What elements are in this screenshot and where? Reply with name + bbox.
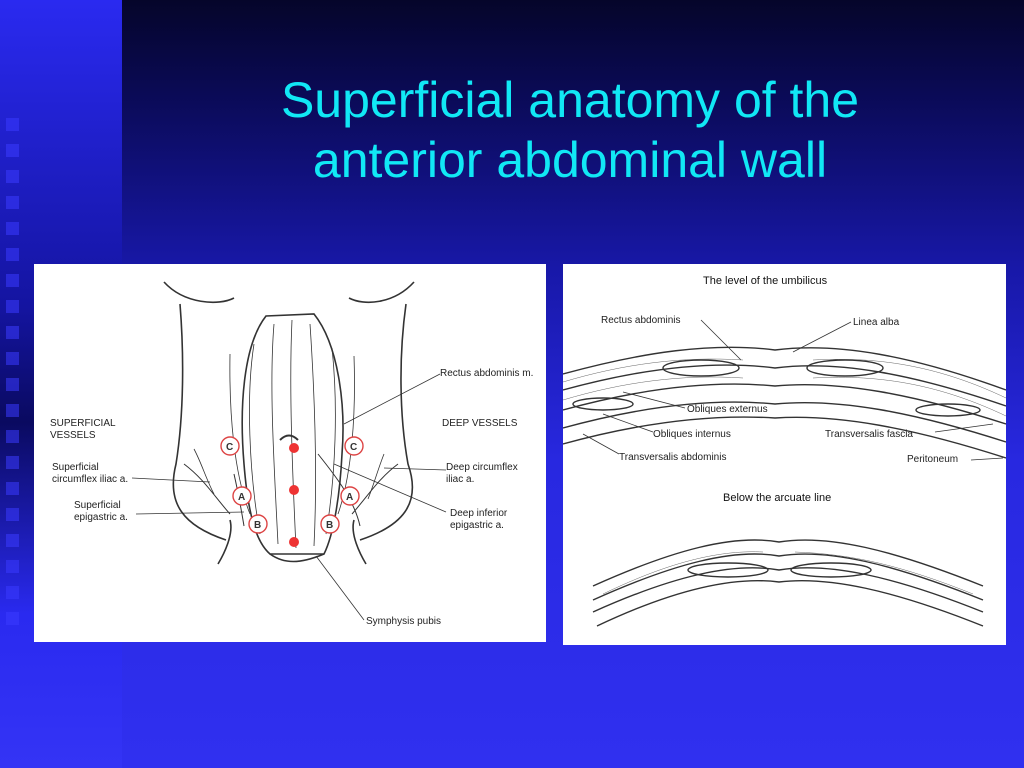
decorative-squares <box>6 118 30 638</box>
rectus-abdominis-label: Rectus abdominis <box>601 315 680 326</box>
right-shoulder-line <box>348 281 415 304</box>
decorative-square <box>6 118 19 131</box>
sup-epigastric-label-2: epigastric a. <box>74 512 128 523</box>
peritoneum-label: Peritoneum <box>907 454 958 465</box>
rectus-label: Rectus abdominis m. <box>440 368 533 379</box>
navel <box>279 434 299 441</box>
below-arcuate-label: Below the arcuate line <box>723 492 831 504</box>
decorative-square <box>6 534 19 547</box>
decorative-square <box>6 222 19 235</box>
marker-c-label: C <box>226 442 233 453</box>
rectus-outline <box>241 313 344 555</box>
sup-circumflex-label-2: circumflex iliac a. <box>52 474 128 485</box>
marker-a-label: A <box>238 492 245 503</box>
decorative-square <box>6 404 19 417</box>
abdomen-drawing: C C A A B B Rectus abdominis m. SUPERFIC… <box>50 281 533 627</box>
decorative-square <box>6 482 19 495</box>
obliques-internus-label: Obliques internus <box>653 429 731 440</box>
rectus-right-oval <box>806 359 884 377</box>
decorative-square <box>6 300 19 313</box>
marker-b-right <box>320 514 340 534</box>
decorative-square <box>6 352 19 365</box>
marker-c-label: C <box>350 442 357 453</box>
level-umbilicus-label: The level of the umbilicus <box>703 275 828 287</box>
decorative-square <box>6 248 19 261</box>
superficial-vessels-label: SUPERFICIAL <box>50 418 116 429</box>
cross-section-drawing: The level of the umbilicus Rectus abdomi… <box>563 275 1006 627</box>
upper-outer-layer <box>563 346 1006 391</box>
decorative-square <box>6 326 19 339</box>
deep-vessels-label: DEEP VESSELS <box>442 418 518 429</box>
title-line-2: anterior abdominal wall <box>312 132 828 188</box>
marker-b-label: B <box>326 520 333 531</box>
port-dot <box>289 485 299 495</box>
marker-c-left <box>220 436 240 456</box>
decorative-square <box>6 196 19 209</box>
decorative-square <box>6 430 19 443</box>
symphysis-label: Symphysis pubis <box>366 616 441 627</box>
superficial-vessels-label-2: VESSELS <box>50 430 96 441</box>
decorative-square <box>6 274 19 287</box>
transversalis-fascia-label: Transversalis fascia <box>825 429 913 440</box>
deep-epigastric-label-2: epigastric a. <box>450 520 504 531</box>
left-flank-line <box>172 303 227 541</box>
decorative-square <box>6 560 19 573</box>
sup-circumflex-label: Superficial <box>52 462 99 473</box>
decorative-square <box>6 170 19 183</box>
decorative-square <box>6 378 19 391</box>
pubic-line <box>269 553 325 563</box>
marker-a-right <box>340 486 360 506</box>
decorative-square <box>6 612 19 625</box>
decorative-square <box>6 586 19 599</box>
sup-epigastric-label: Superficial <box>74 500 121 511</box>
marker-a-label: A <box>346 492 353 503</box>
marker-a-left <box>232 486 252 506</box>
linea-alba-label: Linea alba <box>853 317 900 328</box>
deep-circumflex-label-2: iliac a. <box>446 474 474 485</box>
decorative-square <box>6 456 19 469</box>
obliques-externus-label: Obliques externus <box>687 404 768 415</box>
port-dot <box>289 537 299 547</box>
left-inguinal <box>217 519 232 565</box>
slide-title: Superficial anatomy of the anterior abdo… <box>130 70 1010 190</box>
cross-section-figure: The level of the umbilicus Rectus abdomi… <box>563 264 1006 645</box>
left-shoulder-line <box>163 281 235 304</box>
decorative-square <box>6 508 19 521</box>
marker-b-label: B <box>254 520 261 531</box>
deep-epigastric-label: Deep inferior <box>450 508 508 519</box>
deep-circumflex-label: Deep circumflex <box>446 462 518 473</box>
rectus-left-oval <box>662 359 740 377</box>
right-inguinal <box>352 519 367 565</box>
transversalis-abdominis-label: Transversalis abdominis <box>619 452 726 463</box>
marker-b-left <box>248 514 268 534</box>
abdomen-vessels-figure: C C A A B B Rectus abdominis m. SUPERFIC… <box>34 264 546 642</box>
marker-c-right <box>344 436 364 456</box>
decorative-square <box>6 144 19 157</box>
right-flank-line <box>359 303 414 541</box>
lower-outer-layer <box>592 553 984 601</box>
title-line-1: Superficial anatomy of the <box>280 72 860 128</box>
port-dot <box>289 443 299 453</box>
